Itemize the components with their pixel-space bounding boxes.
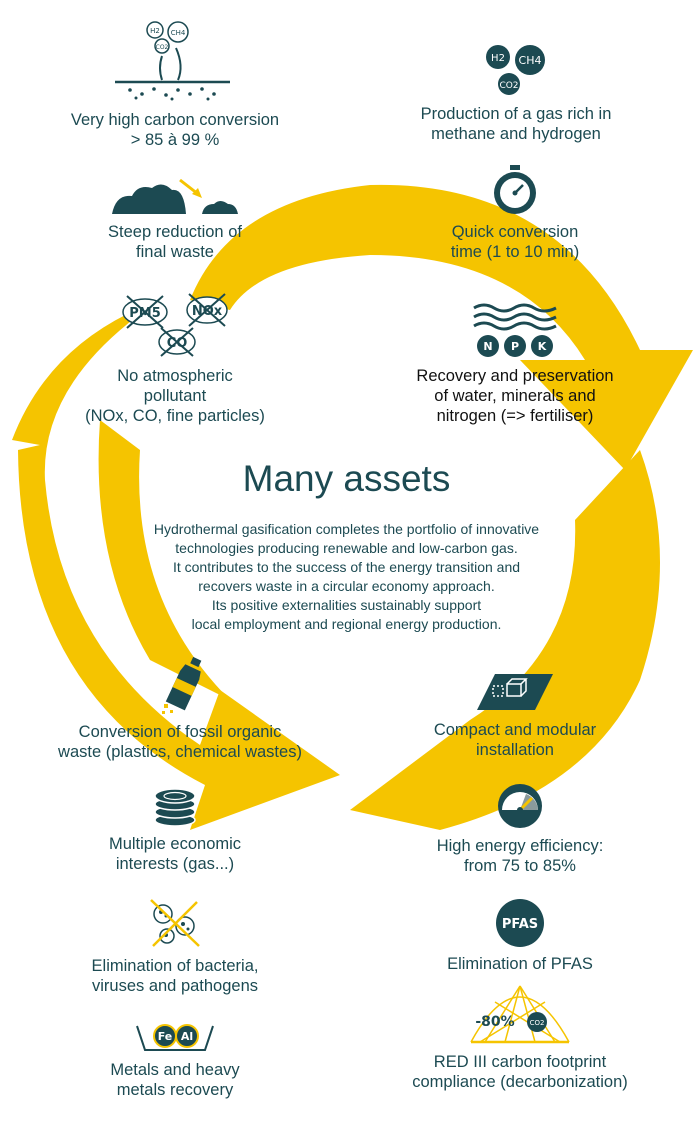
asset-label-line: Multiple economic — [108, 835, 242, 853]
waste-pile-reduction-icon — [112, 178, 238, 214]
asset-waste-reduction: Steep reduction of final waste — [60, 172, 290, 262]
crossed-bacteria-icon — [150, 899, 200, 947]
asset-label-line: waste (plastics, chemical wastes) — [58, 743, 302, 761]
description-line: Its positive externalities sustainably s… — [211, 597, 482, 613]
fe-label: Fe — [158, 1030, 173, 1043]
metals-fe-al-icon: Fe Al — [136, 1024, 214, 1051]
description-line: It contributes to the success of the ene… — [172, 559, 521, 575]
pfas-badge-icon: PFAS — [496, 899, 544, 947]
asset-label-line: Conversion of fossil organic — [78, 723, 282, 741]
asset-plastics-conversion: Conversion of fossil organic waste (plas… — [30, 654, 330, 762]
description-line: technologies producing renewable and low… — [175, 540, 518, 556]
n-label: N — [483, 340, 492, 353]
asset-label-line: Metals and heavy — [110, 1061, 240, 1079]
description-line: local employment and regional energy pro… — [191, 616, 502, 632]
co2-label: CO2 — [156, 44, 169, 51]
stopwatch-icon — [494, 165, 536, 214]
asset-label-line: Recovery and preservation — [416, 367, 614, 385]
asset-carbon-conversion: H2 CH4 CO2 Very high carbon conversion >… — [40, 18, 310, 150]
asset-label-line: > 85 à 99 % — [130, 131, 220, 149]
asset-label-line: compliance (decarbonization) — [412, 1073, 628, 1091]
asset-label-line: of water, minerals and — [434, 387, 596, 405]
crossed-pollutants-icon: PM5 NOx CO — [122, 293, 228, 357]
asset-label-line: RED III carbon footprint — [433, 1053, 607, 1071]
left-arrow — [12, 300, 340, 830]
asset-label-line: No atmospheric — [117, 367, 233, 385]
asset-label-line: (NOx, CO, fine particles) — [85, 407, 265, 425]
asset-energy-efficiency: High energy efficiency: from 75 to 85% — [400, 782, 640, 876]
pfas-label: PFAS — [502, 917, 538, 932]
asset-label-line: time (1 to 10 min) — [450, 243, 580, 261]
asset-label-line: Production of a gas rich in — [420, 105, 612, 123]
p-label: P — [511, 340, 519, 353]
description-line: recovers waste in a circular economy app… — [198, 578, 495, 594]
asset-compact-modular: Compact and modular installation — [400, 670, 630, 760]
upper-arrow — [190, 184, 693, 470]
left-arrow-body — [98, 420, 230, 700]
gauge-icon — [498, 784, 542, 828]
asset-label-line: from 75 to 85% — [464, 857, 576, 875]
asset-label-line: High energy efficiency: — [436, 837, 604, 855]
asset-economic-interests: Multiple economic interests (gas...) — [60, 784, 290, 874]
asset-label-line: Steep reduction of — [108, 223, 242, 241]
asset-label-line: methane and hydrogen — [431, 125, 601, 143]
modular-container-icon — [477, 674, 553, 710]
h2-label: H2 — [150, 27, 160, 35]
h2-label: H2 — [491, 53, 505, 64]
asset-no-pollutant: PM5 NOx CO No atmospheric pollutant (NOx… — [50, 290, 300, 426]
asset-label-line: viruses and pathogens — [91, 977, 259, 995]
asset-water-recovery: N P K Recovery and preservation of water… — [380, 300, 650, 426]
asset-metals-recovery: Fe Al Metals and heavy metals recovery — [60, 1020, 290, 1100]
asset-label-line: installation — [476, 741, 554, 759]
asset-label-line: Quick conversion — [451, 223, 579, 241]
minus80-label: -80% — [475, 1014, 514, 1030]
asset-label-line: nitrogen (=> fertiliser) — [436, 407, 594, 425]
coin-stack-icon — [154, 788, 196, 827]
plastic-bottle-icon — [162, 656, 202, 714]
description-line: Hydrothermal gasification completes the … — [153, 521, 540, 537]
k-label: K — [538, 340, 547, 353]
asset-gas-production: H2 CH4 CO2 Production of a gas rich in m… — [386, 40, 646, 144]
asset-label-line: Elimination of bacteria, — [91, 957, 259, 975]
asset-carbon-footprint: -80% CO2 RED III carbon footprint compli… — [375, 982, 665, 1092]
ch4-label: CH4 — [171, 29, 186, 37]
asset-label-line: Elimination of PFAS — [447, 955, 593, 973]
gas-bubbles-ground-icon: H2 CH4 CO2 — [115, 21, 230, 101]
ch4-label: CH4 — [519, 54, 542, 67]
co2-label: CO2 — [499, 81, 518, 91]
asset-label-line: pollutant — [143, 387, 207, 405]
co2-label: CO2 — [530, 1019, 545, 1027]
al-label: Al — [181, 1030, 193, 1043]
asset-label-line: final waste — [136, 243, 214, 261]
gas-molecules-icon: H2 CH4 CO2 — [486, 45, 545, 95]
asset-label-line: interests (gas...) — [115, 855, 235, 873]
asset-bacteria-elimination: Elimination of bacteria, viruses and pat… — [55, 896, 295, 996]
asset-label-line: metals recovery — [116, 1081, 234, 1099]
asset-pfas-elimination: PFAS Elimination of PFAS — [400, 898, 640, 974]
carbon-footprint-net-icon: -80% CO2 — [470, 985, 570, 1044]
pm-label: PM5 — [129, 306, 161, 321]
asset-label-line: Very high carbon conversion — [70, 111, 280, 129]
page-title: Many assets — [242, 458, 451, 499]
water-npk-icon: N P K — [473, 303, 557, 357]
asset-label-line: Compact and modular — [433, 721, 597, 739]
right-arrow — [350, 450, 660, 830]
description: Hydrothermal gasification completes the … — [80, 520, 613, 634]
asset-quick-conversion: Quick conversion time (1 to 10 min) — [400, 164, 630, 262]
